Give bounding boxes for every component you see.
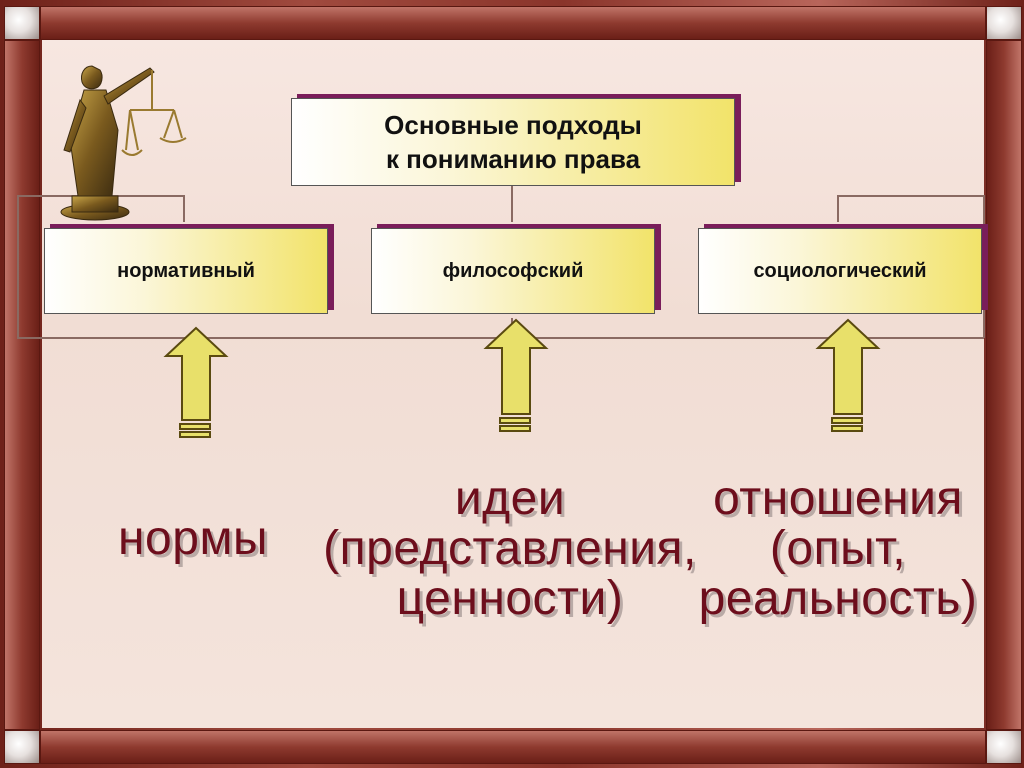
basis-line: (опыт, xyxy=(769,522,907,575)
basis-line: идеи xyxy=(454,472,566,525)
title-box: Основные подходы к пониманию права xyxy=(291,98,735,186)
basis-ideas: идеи (представления, ценности) xyxy=(300,474,720,624)
approach-label: философский xyxy=(442,259,584,282)
frame-corner-bottom-right xyxy=(986,730,1022,764)
frame-top-bar xyxy=(40,6,986,40)
approach-box-sociological: социологический xyxy=(698,228,982,314)
frame-corner-top-right xyxy=(986,6,1022,40)
title-line-1: Основные подходы xyxy=(384,110,642,140)
frame-bottom-bar xyxy=(40,730,986,764)
connector-right-bracket xyxy=(837,195,985,338)
frame-right-bar xyxy=(986,40,1022,730)
basis-line: нормы xyxy=(118,512,268,565)
approach-label: нормативный xyxy=(117,259,255,282)
approach-label: социологический xyxy=(753,259,927,282)
basis-line: реальность) xyxy=(698,572,978,625)
basis-line: отношения xyxy=(713,472,963,525)
up-arrow-icon xyxy=(483,318,549,432)
basis-relations: отношения (опыт, реальность) xyxy=(696,474,980,624)
up-arrow-icon xyxy=(815,318,881,432)
frame-corner-bottom-left xyxy=(4,730,40,764)
basis-norms: нормы xyxy=(108,514,278,564)
approach-box-philosophical: философский xyxy=(371,228,655,314)
frame-corner-top-left xyxy=(4,6,40,40)
approach-box-normative: нормативный xyxy=(44,228,328,314)
up-arrow-icon xyxy=(163,326,229,438)
basis-line: (представления, xyxy=(323,522,697,575)
title-line-2: к пониманию права xyxy=(385,144,641,174)
connector-left-bracket xyxy=(17,195,984,339)
basis-line: ценности) xyxy=(396,572,624,625)
frame-left-bar xyxy=(4,40,40,730)
